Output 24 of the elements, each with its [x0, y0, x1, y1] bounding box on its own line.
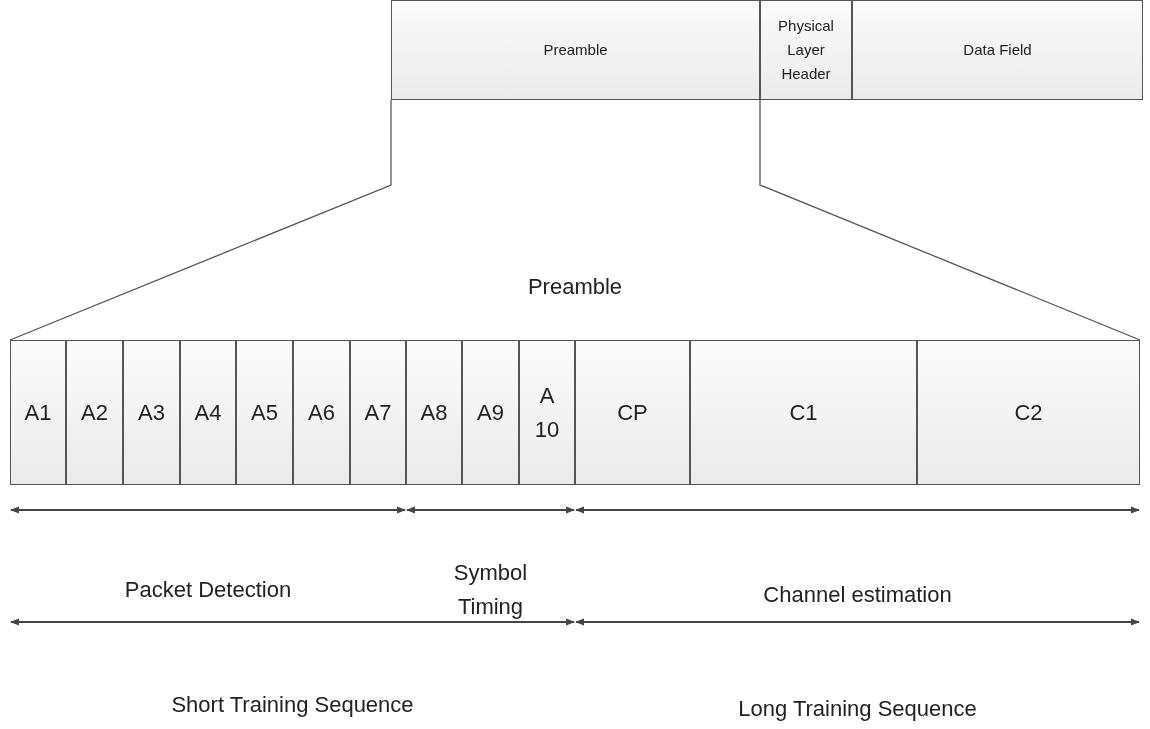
segment-field: A2: [66, 340, 123, 485]
dimension-label: Symbol Timing: [452, 559, 529, 621]
segment-field: A 10: [519, 340, 575, 485]
segment-field: A9: [462, 340, 519, 485]
segment-field: A4: [180, 340, 236, 485]
dimension-label: Packet Detection: [123, 576, 293, 604]
segment-field: A3: [123, 340, 180, 485]
dimension-label: Long Training Sequence: [737, 695, 978, 723]
row-heading: Preamble: [526, 273, 624, 301]
segment-field: A6: [293, 340, 350, 485]
segment-field: C2: [917, 340, 1140, 485]
segment-field: A8: [406, 340, 462, 485]
frame-field: Data Field: [852, 0, 1143, 100]
segment-field: CP: [575, 340, 690, 485]
segment-field: A1: [10, 340, 66, 485]
expansion-line: [759, 99, 1141, 341]
segment-field: A5: [236, 340, 293, 485]
expansion-line: [9, 99, 392, 341]
dimension-label: Channel estimation: [762, 581, 953, 609]
segment-field: C1: [690, 340, 917, 485]
frame-field: Physical Layer Header: [760, 0, 852, 100]
dimension-label: Short Training Sequence: [170, 691, 415, 719]
frame-field: Preamble: [391, 0, 760, 100]
segment-field: A7: [350, 340, 406, 485]
